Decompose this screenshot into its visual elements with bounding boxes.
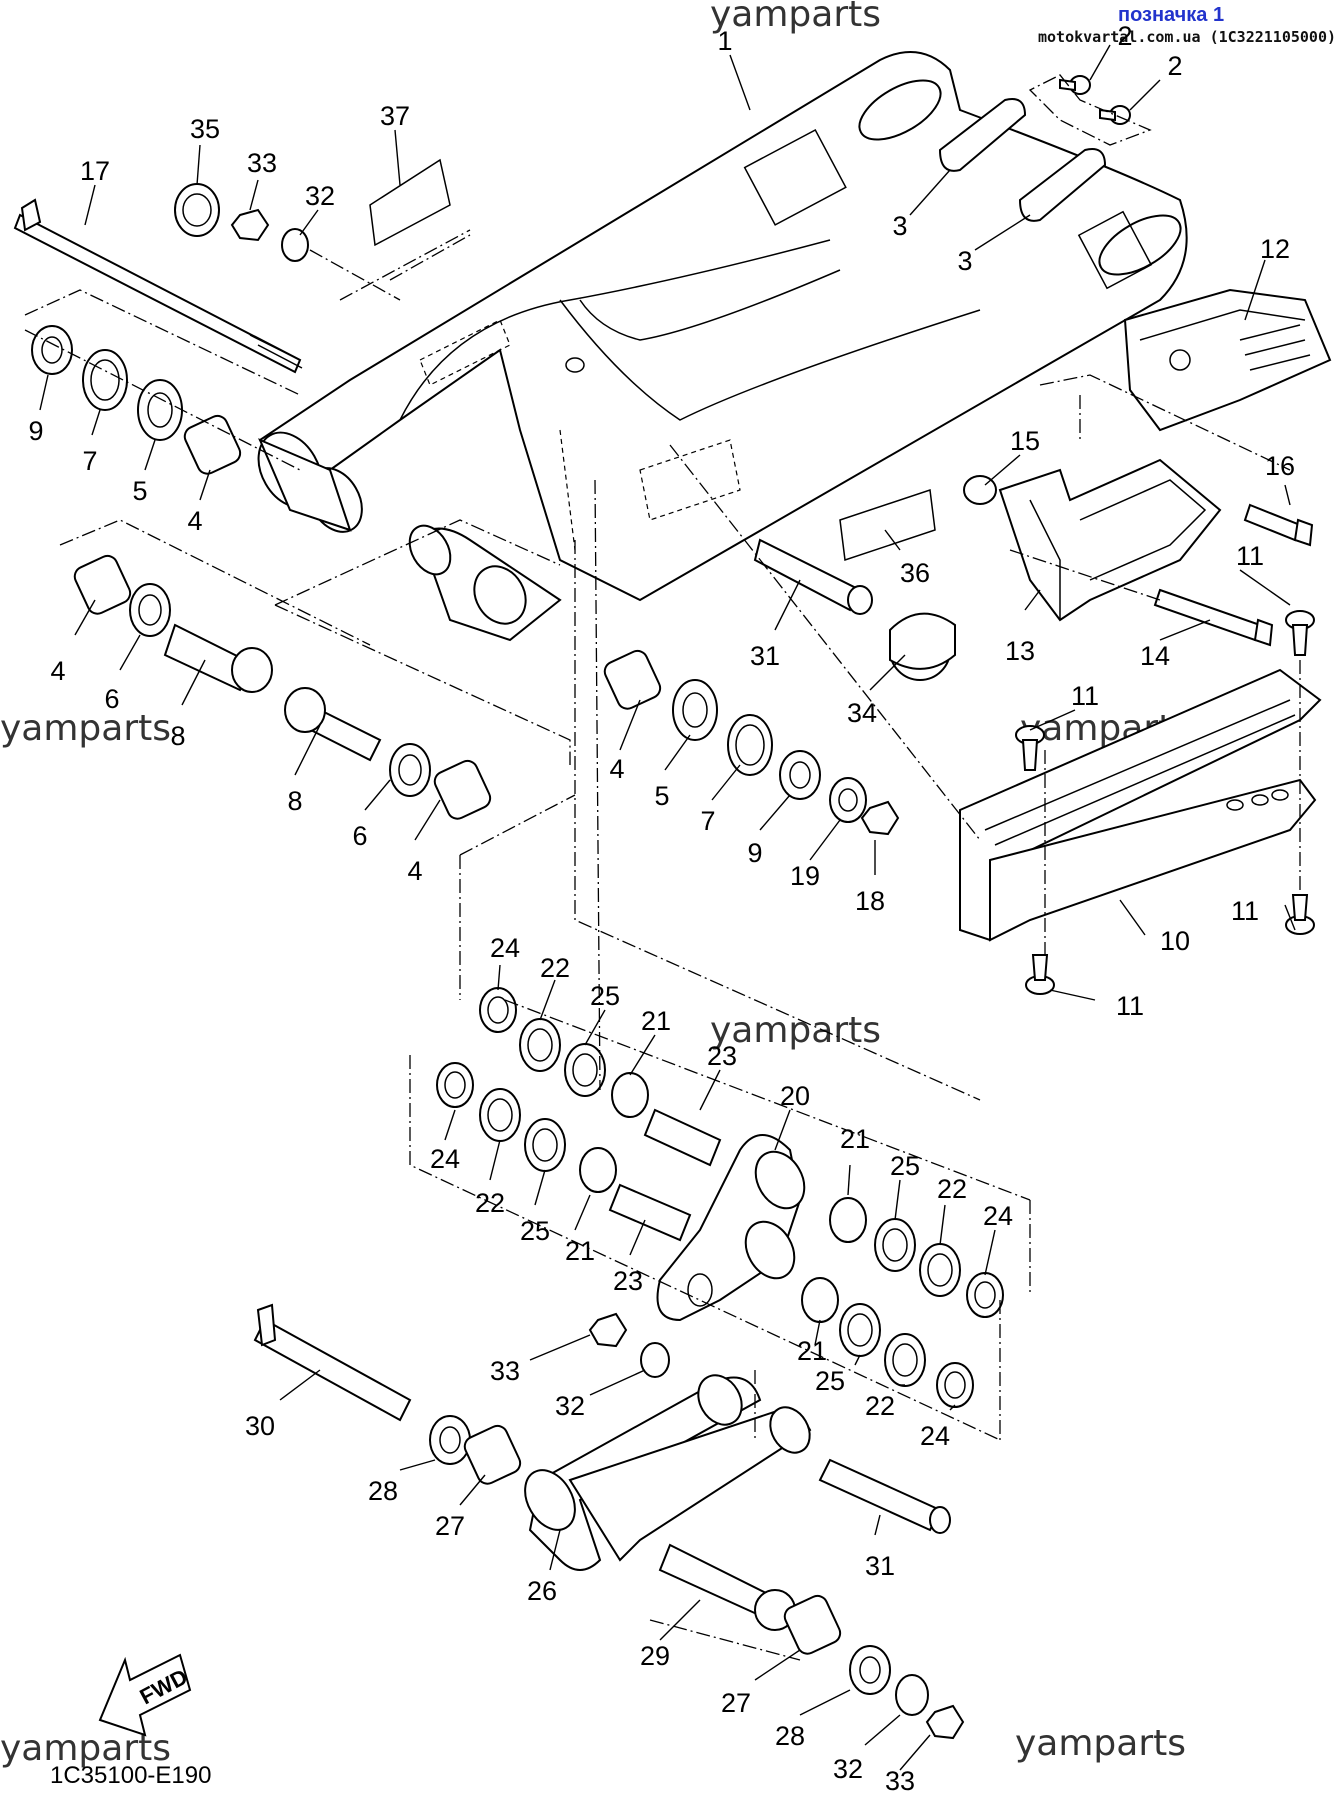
callout: 4 [609,754,624,784]
callout: 27 [435,1511,465,1541]
diagram-code: 1C35100-E190 [50,1762,211,1789]
callout: 37 [380,101,410,131]
callout: 21 [641,1006,671,1036]
callout: 12 [1260,234,1290,264]
callout: 4 [187,506,202,536]
callout: 11 [1071,681,1099,711]
callout: 4 [407,856,422,886]
callout: 8 [287,786,302,816]
callout: 2 [1117,21,1132,51]
bolt-31-lower [818,1458,951,1534]
callout: 3 [892,211,907,241]
callout: 33 [490,1356,520,1386]
callout: 23 [707,1041,737,1071]
callout: 35 [190,114,220,144]
callout: 9 [747,838,762,868]
callout: 22 [475,1188,505,1218]
assembly-lines [24,74,1301,1661]
callout: 22 [865,1391,895,1421]
pivot-shaft [13,198,303,374]
callout: 7 [700,806,715,836]
callout: 22 [540,953,570,983]
callout: 32 [833,1754,863,1784]
callout: 21 [565,1236,595,1266]
callout: 34 [847,698,877,728]
callout: 14 [1140,641,1170,671]
callout: 11 [1116,991,1144,1021]
callout: 33 [885,1766,915,1796]
bolt-14 [1153,588,1274,647]
callout: 30 [245,1411,275,1441]
callout: 7 [82,446,97,476]
callout: 26 [527,1576,557,1606]
callout: 6 [104,684,119,714]
watermark: yamparts [0,708,171,749]
bolt-16 [1243,503,1314,547]
callout: 28 [368,1476,398,1506]
watermark: yamparts [1015,1723,1186,1764]
callout: 10 [1160,926,1190,956]
swingarm [257,51,1188,642]
watermark: yamparts [710,0,881,35]
callout: 11 [1236,541,1264,571]
callout: 29 [640,1641,670,1671]
chain-slider [959,668,1322,942]
callout: 20 [780,1081,810,1111]
callout: 22 [937,1174,967,1204]
bolt-31-upper [753,538,873,615]
callout: 1 [717,26,732,56]
callout: 23 [613,1266,643,1296]
callout: 16 [1265,451,1295,481]
callout: 13 [1005,636,1035,666]
callout: 19 [790,861,820,891]
chain-guard [998,458,1222,622]
callout: 32 [305,181,335,211]
callout-numbers: 1 2 2 3 3 12 35 33 32 37 17 9 7 5 4 15 1… [28,21,1295,1796]
fwd-arrow-icon: FWD [98,1653,192,1737]
chain-guide [1123,288,1332,432]
callout: 25 [520,1216,550,1246]
callout: 4 [50,656,65,686]
callout: 24 [430,1144,460,1174]
callout: 33 [247,148,277,178]
callout: 3 [957,246,972,276]
callout: 28 [775,1721,805,1751]
callout: 5 [132,476,147,506]
callout: 5 [654,781,669,811]
reference-label: позначка 1 [1118,4,1225,26]
callout: 25 [815,1366,845,1396]
callout: 24 [983,1201,1013,1231]
callout: 17 [80,156,110,186]
callout: 25 [590,981,620,1011]
leader-lines [39,44,1296,1771]
connecting-rod [524,1374,812,1571]
callout: 8 [170,721,185,751]
callout: 24 [490,933,520,963]
callout: 11 [1231,896,1259,926]
callout: 36 [900,558,930,588]
callout: 6 [352,821,367,851]
callout: 32 [555,1391,585,1421]
callout: 18 [855,886,885,916]
callout: 24 [920,1421,950,1451]
watermark: yamparts [710,1010,881,1051]
callout: 27 [721,1688,751,1718]
callout: 2 [1167,51,1182,81]
callout: 31 [865,1551,895,1581]
callout: 21 [797,1336,827,1366]
callout: 31 [750,641,780,671]
relay-arm [656,1134,806,1322]
source-site-text: motokvartal.com.ua (1C3221105000) [1038,28,1337,46]
callout: 9 [28,416,43,446]
bolt-30 [253,1303,412,1422]
callout: 25 [890,1151,920,1181]
callout: 21 [840,1124,870,1154]
callout: 15 [1010,426,1040,456]
bearings-and-collars [31,75,1315,1740]
